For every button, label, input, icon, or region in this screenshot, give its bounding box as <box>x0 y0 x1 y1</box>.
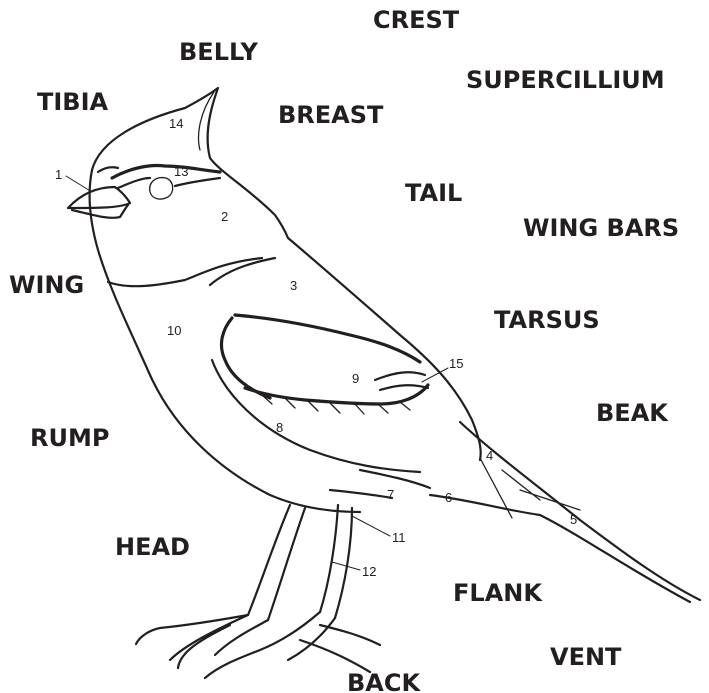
term-wing-bars: WING BARS <box>523 216 679 240</box>
eye-outline <box>150 178 173 199</box>
eye-stripe-upper <box>112 166 220 179</box>
callout-14: 14 <box>169 117 183 130</box>
callout-13: 13 <box>174 165 188 178</box>
lore-stroke <box>98 167 118 172</box>
wing-outline-upper <box>235 315 420 362</box>
callout-2: 2 <box>221 210 228 223</box>
cheek-stroke <box>175 178 220 186</box>
term-tibia: TIBIA <box>37 90 108 114</box>
term-rump: RUMP <box>30 426 109 450</box>
wing-shoulder-line <box>210 258 275 285</box>
callout-4: 4 <box>486 449 493 462</box>
leader-11 <box>352 516 390 536</box>
callout-7: 7 <box>387 488 394 501</box>
eye-stripe-lower <box>118 178 150 188</box>
wing-feathers-2 <box>375 372 428 390</box>
wing-bars <box>245 385 428 404</box>
term-tarsus: TARSUS <box>494 308 600 332</box>
callout-12: 12 <box>362 565 376 578</box>
flank-line <box>330 490 392 498</box>
term-head: HEAD <box>115 535 190 559</box>
term-breast: BREAST <box>278 103 383 127</box>
term-flank: FLANK <box>453 581 542 605</box>
term-vent: VENT <box>550 645 621 669</box>
callout-5: 5 <box>570 513 577 526</box>
term-tail: TAIL <box>405 181 462 205</box>
throat-line <box>108 258 262 286</box>
callout-10: 10 <box>167 324 181 337</box>
term-belly: BELLY <box>179 40 258 64</box>
term-back: BACK <box>347 671 420 693</box>
term-crest: CREST <box>373 8 459 32</box>
callout-1: 1 <box>55 168 62 181</box>
callout-9: 9 <box>352 372 359 385</box>
head-crest-inner <box>199 92 214 150</box>
callout-3: 3 <box>290 279 297 292</box>
wing-outline-front <box>221 318 270 398</box>
leg-right <box>320 505 352 618</box>
callout-15: 15 <box>449 357 463 370</box>
term-supercillium: SUPERCILLIUM <box>466 68 665 92</box>
term-beak: BEAK <box>596 401 668 425</box>
callout-6: 6 <box>445 491 452 504</box>
callout-11: 11 <box>392 531 406 544</box>
back-outline <box>288 238 481 460</box>
leg-left <box>248 505 305 620</box>
leader-1 <box>66 176 92 192</box>
foot-left <box>136 615 268 668</box>
wing-lower-edge <box>212 360 420 472</box>
beak-upper <box>68 187 130 208</box>
callout-8: 8 <box>276 421 283 434</box>
term-wing: WING <box>9 273 84 297</box>
tail-upper <box>460 422 700 600</box>
